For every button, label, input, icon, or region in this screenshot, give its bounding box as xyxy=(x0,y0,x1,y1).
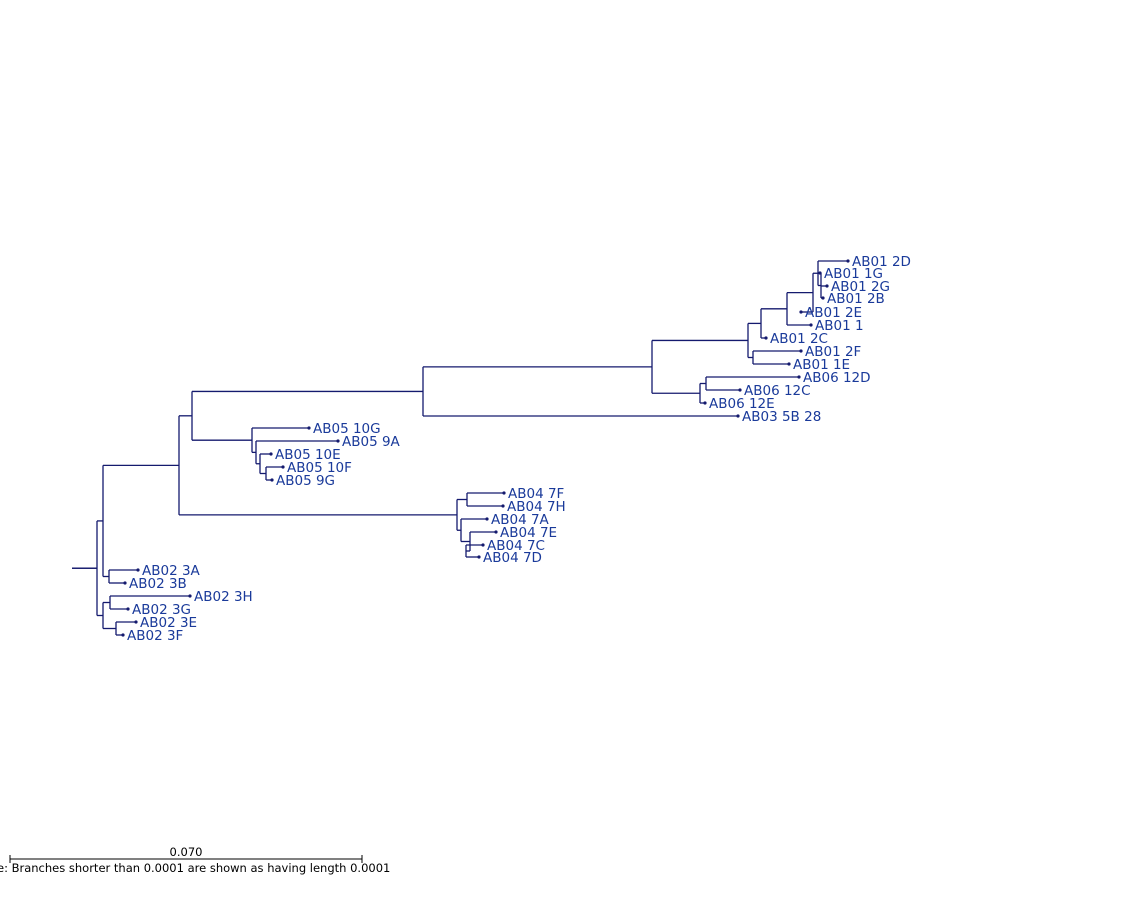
leaf-label: AB02 3G xyxy=(132,602,191,618)
scale-bar: 0.070 xyxy=(9,845,363,863)
leaf-tip-marker xyxy=(809,323,813,327)
leaf-tip-marker xyxy=(123,581,127,585)
leaf-label: AB04 7F xyxy=(508,486,564,502)
leaf-label: AB05 9G xyxy=(276,473,335,489)
leaf-label: AB06 12C xyxy=(744,383,811,399)
leaf-label: AB01 2G xyxy=(831,279,890,295)
leaf-label: AB05 10F xyxy=(287,460,352,476)
leaf-tip-marker xyxy=(501,504,505,508)
leaf-tip-marker xyxy=(477,555,481,559)
leaf-label: AB04 7H xyxy=(507,499,566,515)
leaf-tip-marker xyxy=(787,362,791,366)
leaf-tip-marker xyxy=(121,633,125,637)
leaf-label: AB01 2D xyxy=(852,254,911,270)
leaf-tip-marker xyxy=(846,259,850,263)
leaf-tip-marker xyxy=(799,349,803,353)
leaf-label: AB02 3F xyxy=(127,628,183,644)
leaf-tip-marker xyxy=(481,543,485,547)
leaf-tip-marker xyxy=(825,284,829,288)
leaf-tip-marker xyxy=(502,491,506,495)
leaf-label: AB05 10G xyxy=(313,421,381,437)
leaf-label: AB01 2B xyxy=(827,291,885,307)
leaf-label: AB04 7D xyxy=(483,550,542,566)
leaf-tip-marker xyxy=(188,594,192,598)
tree-branches xyxy=(72,260,848,636)
leaf-tip-marker xyxy=(494,530,498,534)
leaf-tip-marker xyxy=(307,426,311,430)
leaf-tip-marker xyxy=(126,607,130,611)
leaf-tip-marker xyxy=(797,375,801,379)
leaf-label: AB01 1 xyxy=(815,318,864,334)
leaf-tip-marker xyxy=(134,620,138,624)
leaf-tip-marker xyxy=(336,439,340,443)
leaf-tip-marker xyxy=(821,296,825,300)
leaf-label: AB01 1E xyxy=(793,357,850,373)
leaf-label: AB01 2F xyxy=(805,344,861,360)
leaf-tip-marker xyxy=(485,517,489,521)
leaf-tip-marker xyxy=(269,452,273,456)
leaf-label: AB02 3H xyxy=(194,589,253,605)
leaf-tip-marker xyxy=(281,465,285,469)
leaf-tip-marker xyxy=(136,568,140,572)
leaf-tip-marker xyxy=(764,336,768,340)
scale-bar-label: 0.070 xyxy=(170,845,203,859)
leaf-label: AB01 1G xyxy=(824,266,883,282)
leaf-tip-marker xyxy=(799,310,803,314)
leaf-label: AB01 2C xyxy=(770,331,828,347)
leaf-label: AB02 3E xyxy=(140,615,197,631)
leaf-label: AB04 7E xyxy=(500,525,557,541)
leaf-label: AB06 12E xyxy=(709,396,775,412)
branch-length-note: e: Branches shorter than 0.0001 are show… xyxy=(0,861,390,875)
leaf-label: AB06 12D xyxy=(803,370,871,386)
leaf-tip-marker xyxy=(703,401,707,405)
leaf-label: AB01 2E xyxy=(805,305,862,321)
leaf-label: AB05 9A xyxy=(342,434,401,450)
leaf-label: AB04 7C xyxy=(487,538,545,554)
leaf-tip-marker xyxy=(736,414,740,418)
tree-tips xyxy=(121,259,850,637)
leaf-label: AB02 3B xyxy=(129,576,187,592)
leaf-label: AB02 3A xyxy=(142,563,201,579)
leaf-label: AB04 7A xyxy=(491,512,550,528)
leaf-label: AB05 10E xyxy=(275,447,341,463)
leaf-tip-marker xyxy=(270,478,274,482)
leaf-tip-marker xyxy=(738,388,742,392)
leaf-label: AB03 5B 28 xyxy=(742,409,821,425)
leaf-tip-marker xyxy=(818,271,822,275)
